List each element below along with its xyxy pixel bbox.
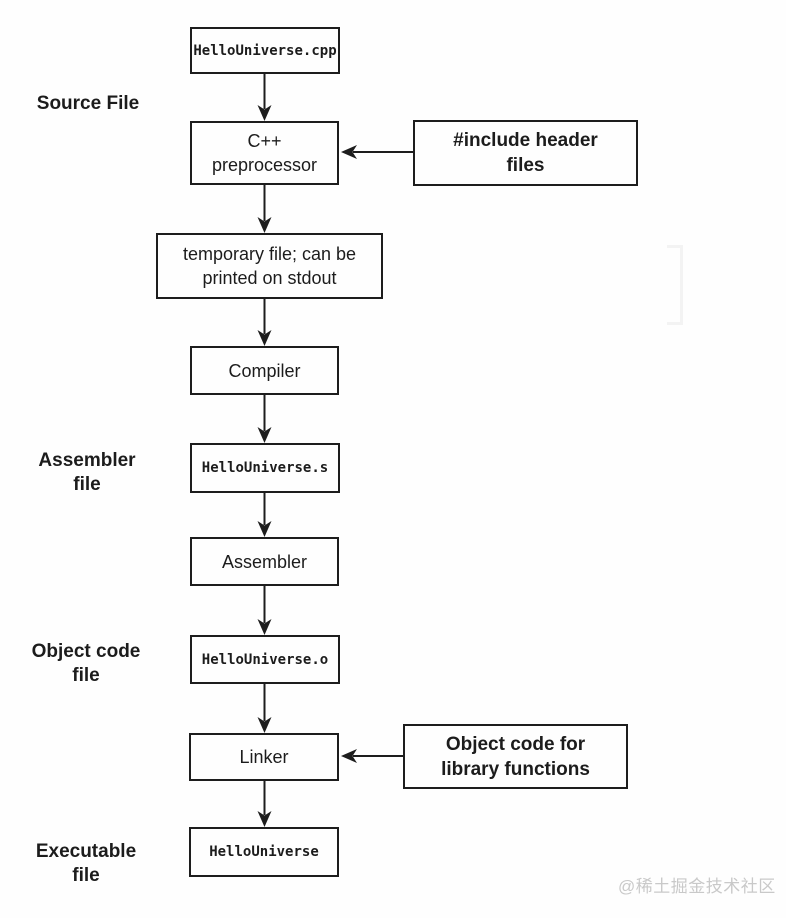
node-object-lib: Object code for library functions — [403, 724, 628, 789]
node-compiler: Compiler — [190, 346, 339, 395]
arrow-asmfile-to-assembler — [257, 493, 272, 537]
faint-bracket-artifact — [667, 245, 683, 325]
node-cpp-file: HelloUniverse.cpp — [190, 27, 340, 74]
arrow-headers-to-preprocessor — [341, 145, 413, 159]
arrow-tempfile-to-compiler — [257, 299, 272, 346]
arrow-objlib-to-linker — [341, 749, 403, 763]
arrow-preprocessor-to-tempfile — [257, 185, 272, 233]
node-asm-file: HelloUniverse.s — [190, 443, 340, 493]
node-linker: Linker — [189, 733, 339, 781]
arrow-objfile-to-linker — [257, 684, 272, 733]
arrow-linker-to-exe — [257, 781, 272, 827]
node-assembler: Assembler — [190, 537, 339, 586]
arrow-compiler-to-asmfile — [257, 395, 272, 443]
label-assembler-file: Assembler file — [38, 450, 136, 495]
node-exe-file: HelloUniverse — [189, 827, 339, 877]
node-include-headers: #include header files — [413, 120, 638, 186]
arrow-assembler-to-objfile — [257, 586, 272, 635]
watermark-text: @稀土掘金技术社区 — [618, 877, 776, 896]
label-executable-file: Executable file — [35, 841, 137, 886]
node-obj-file: HelloUniverse.o — [190, 635, 340, 684]
label-object-code-file: Object code file — [31, 641, 141, 686]
node-preprocessor: C++ preprocessor — [190, 121, 339, 185]
arrow-cpp-to-preprocessor — [257, 74, 272, 121]
label-source-file: Source File — [36, 93, 140, 114]
node-temp-file: temporary file; can be printed on stdout — [156, 233, 383, 299]
